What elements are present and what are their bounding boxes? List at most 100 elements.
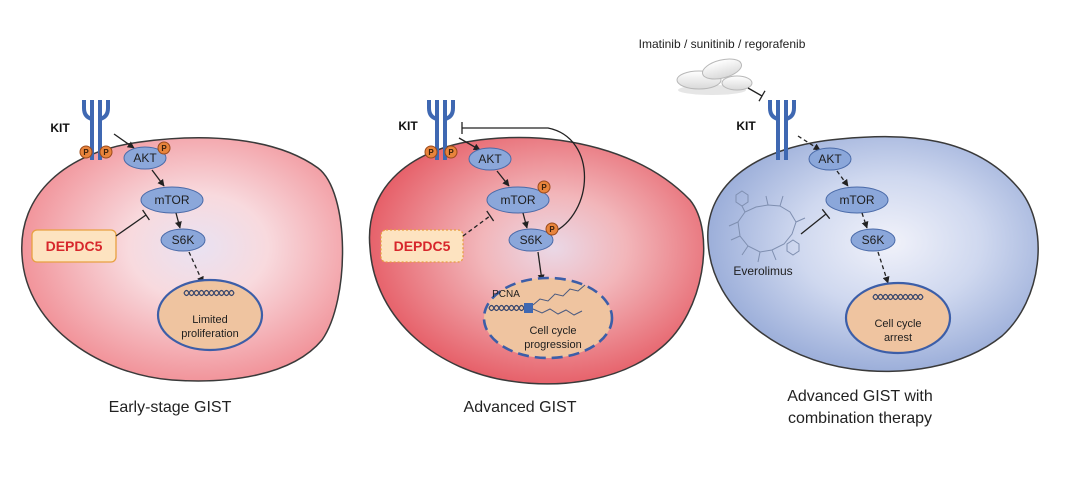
advanced-panel: KIT P P AKT mTOR P DEPDC5 (368, 100, 705, 416)
everolimus-molecule-icon (728, 190, 806, 263)
early-mtor-label: mTOR (154, 193, 189, 207)
feedback-loop-line (462, 127, 586, 234)
advanced-nucleus-text-line1: Cell cycle (529, 325, 576, 337)
macrocycle-ring (737, 204, 797, 253)
advanced-s6k-node (508, 228, 554, 252)
phospho-circle (545, 222, 559, 236)
phospho-circle (157, 141, 171, 155)
drug-tablets-image (676, 58, 753, 95)
early-akt-node (123, 146, 167, 170)
phospho-label: P (541, 183, 547, 192)
everolimus-inhibition-of-mtor (800, 208, 831, 235)
advanced-weak-inhibition-depdc5-mtor (462, 210, 495, 237)
early-s6k-node (160, 228, 206, 252)
early-mtor-node (140, 186, 204, 214)
combination-nucleus-text-line2: arrest (884, 332, 912, 344)
advanced-panel-title: Advanced GIST (464, 399, 577, 416)
phospho-circle (444, 145, 458, 159)
combination-kit-monomer-left (768, 100, 780, 160)
advanced-akt-label: AKT (478, 152, 502, 166)
combination-arrow-mtor-to-s6k (861, 212, 869, 229)
combination-arrow-kit-to-akt (797, 135, 821, 151)
tablet (721, 75, 753, 91)
combination-arrow-s6k-to-nucleus (877, 251, 890, 284)
advanced-akt-node (468, 147, 512, 171)
early-phospho-kit-right: P (99, 145, 113, 159)
advanced-phospho-kit-left: P (424, 145, 438, 159)
early-phospho-akt: P (157, 141, 171, 155)
molecule-bonds (728, 195, 806, 263)
early-phospho-kit-left: P (79, 145, 93, 159)
advanced-cell (368, 136, 705, 385)
advanced-feedback-inhibition-s6k-to-kit (461, 122, 586, 234)
combination-nucleus (844, 281, 952, 355)
tki-drug-label: Imatinib / sunitinib / regorafenib (639, 37, 806, 51)
phospho-label: P (428, 148, 434, 157)
advanced-phospho-s6k: P (545, 222, 559, 236)
inhibition-line (800, 213, 827, 235)
phospho-label: P (161, 144, 167, 153)
early-s6k-label: S6K (172, 233, 195, 247)
advanced-kit-receptor (427, 100, 455, 160)
early-depdc5-box (31, 229, 117, 263)
advanced-arrow-akt-to-mtor (496, 170, 510, 187)
advanced-pcna-label: PCNA (492, 289, 520, 300)
phospho-circle (424, 145, 438, 159)
combination-kit-monomer-right (784, 100, 796, 160)
inhibition-bar (821, 208, 831, 220)
everolimus-label: Everolimus (733, 264, 792, 278)
early-arrow-mtor-to-s6k (174, 212, 182, 229)
dna-strand (488, 304, 525, 312)
advanced-arrow-mtor-to-s6k (521, 212, 529, 229)
advanced-arrow-kit-to-akt (458, 137, 481, 151)
combination-kit-receptor (768, 100, 796, 160)
inhibition-bar (486, 210, 495, 222)
advanced-phospho-kit-right: P (444, 145, 458, 159)
early-akt-label: AKT (133, 151, 157, 165)
advanced-depdc5-box (380, 229, 464, 263)
phospho-circle (99, 145, 113, 159)
early-nucleus-text-line2: proliferation (181, 328, 238, 340)
dna-strand (872, 293, 924, 301)
phospho-label: P (448, 148, 454, 157)
early-arrow-kit-to-akt (113, 133, 135, 149)
combination-arrow-akt-to-mtor (836, 170, 849, 187)
combination-panel-title-line2: combination therapy (788, 410, 932, 427)
early-panel-title: Early-stage GIST (109, 399, 232, 416)
early-nucleus (156, 278, 264, 352)
combination-panel-title-line1: Advanced GIST with (787, 388, 933, 405)
chain-upper (532, 284, 586, 306)
early-kit-monomer-left (82, 100, 94, 160)
combination-s6k-label: S6K (862, 233, 885, 247)
advanced-dna-helix-icon (488, 304, 525, 312)
advanced-depdc5-label: DEPDC5 (394, 238, 451, 254)
advanced-nucleus-text-line2: progression (524, 339, 581, 351)
phospho-label: P (83, 148, 89, 157)
inhibition-line (747, 87, 763, 97)
advanced-nucleus (482, 276, 614, 360)
chain-lower (532, 308, 583, 316)
advanced-arrow-s6k-to-nucleus (537, 251, 545, 282)
early-kit-label: KIT (50, 121, 70, 135)
tki-inhibition-of-kit (747, 87, 766, 102)
combination-akt-label: AKT (818, 152, 842, 166)
phospho-label: P (103, 148, 109, 157)
early-kit-receptor (82, 100, 110, 160)
early-arrow-s6k-to-nucleus (188, 251, 204, 284)
pcna-protein-block (524, 303, 533, 313)
inhibition-line (462, 215, 491, 237)
tablet (701, 58, 743, 80)
inhibition-bar (758, 90, 766, 102)
early-stage-panel: KIT P P AKT P mTOR DEPDC5 (21, 100, 344, 416)
dna-strand (488, 304, 525, 312)
pcna-chain-icon (532, 284, 586, 316)
early-inhibition-depdc5-mtor (115, 209, 150, 237)
phospho-label: P (549, 225, 555, 234)
inhibition-line (115, 214, 147, 237)
combination-dna-helix-icon (872, 293, 924, 301)
early-dna-helix-icon (183, 289, 235, 297)
early-arrow-akt-to-mtor (151, 169, 165, 187)
combination-panel: Imatinib / sunitinib / regorafenib KIT A… (639, 37, 1039, 427)
advanced-s6k-label: S6K (520, 233, 543, 247)
